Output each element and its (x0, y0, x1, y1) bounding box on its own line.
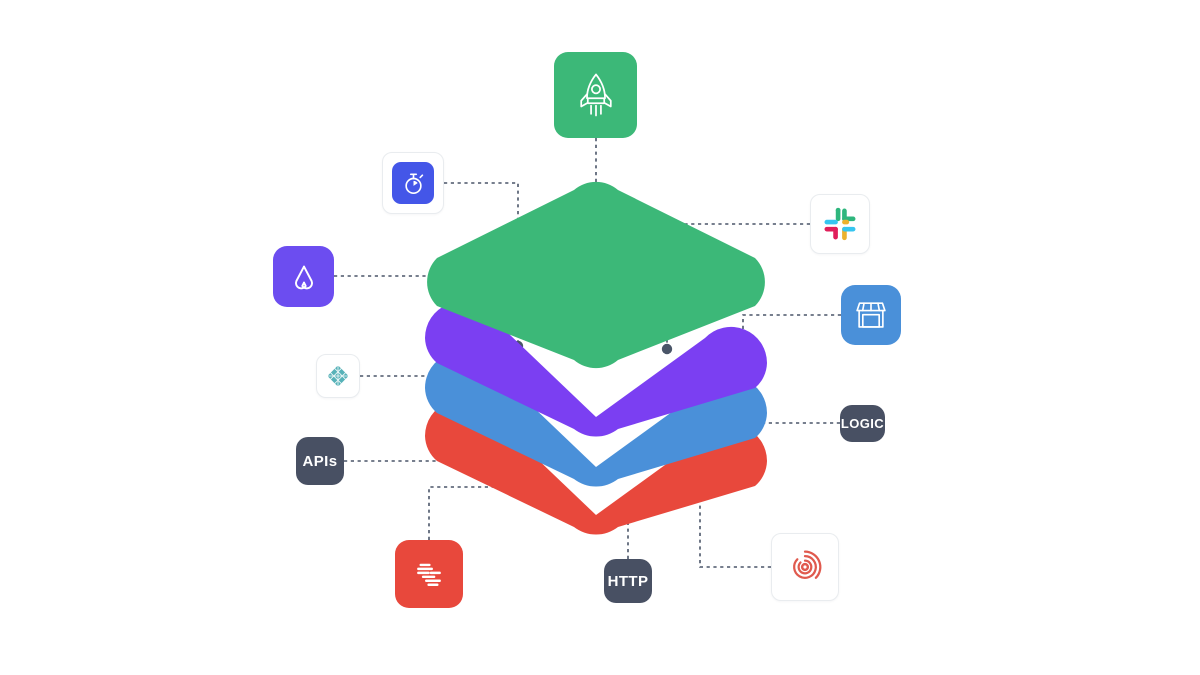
concentric-circles-icon (793, 550, 822, 579)
stopwatch-tile (392, 162, 434, 204)
stopwatch-icon (404, 172, 423, 194)
storefront-icon (856, 301, 886, 328)
apis-node[interactable]: APIs (296, 437, 344, 485)
gem-node[interactable] (316, 354, 360, 398)
layer-purple (424, 301, 768, 437)
slack-icon (824, 207, 856, 241)
stopwatch-node[interactable] (382, 152, 444, 214)
layer-green (427, 181, 765, 369)
connector-dot (661, 343, 673, 355)
http-label: HTTP (607, 572, 649, 590)
airtable-node[interactable] (273, 246, 334, 307)
stacked-lines-icon (417, 563, 441, 586)
storefront-node[interactable] (841, 285, 901, 345)
spiral-target-node[interactable] (771, 533, 839, 601)
zendesk-node[interactable] (395, 540, 463, 608)
rocket-icon (579, 73, 612, 117)
gem-diamond-icon (327, 365, 349, 387)
slack-node[interactable] (810, 194, 870, 254)
logic-node[interactable]: LOGIC (840, 405, 885, 442)
airtable-icon (294, 265, 313, 289)
wire-storefront (742, 314, 841, 391)
apis-label: APIs (302, 452, 338, 470)
rocket-node[interactable] (554, 52, 637, 138)
http-node[interactable]: HTTP (604, 559, 652, 603)
logic-label: LOGIC (840, 416, 885, 431)
